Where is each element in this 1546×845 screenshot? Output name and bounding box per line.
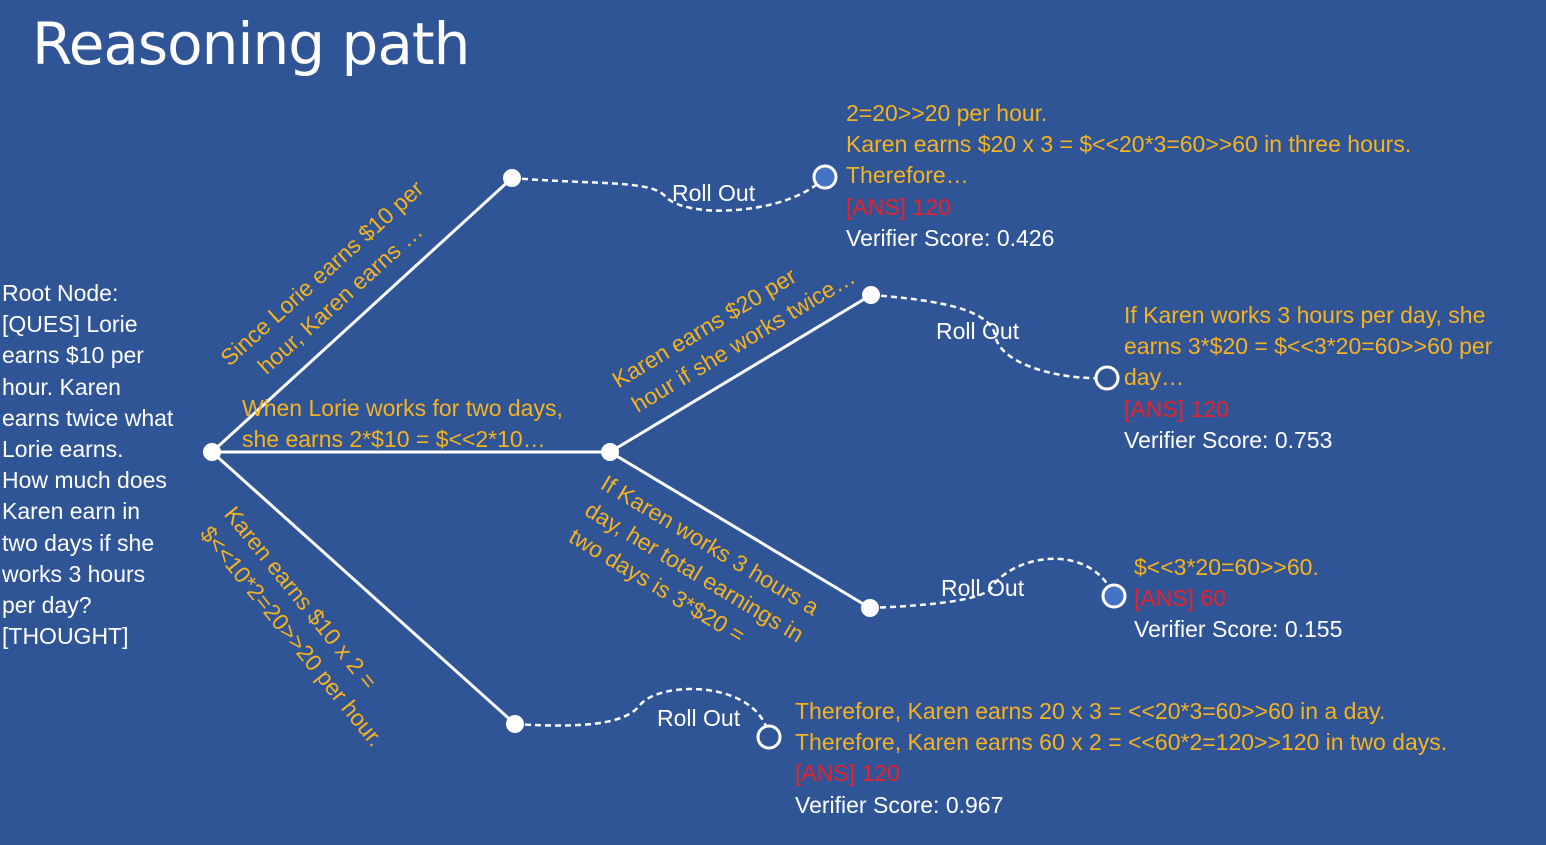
edge-label-middle: When Lorie works for two days, she earns… [242,395,563,452]
page-title: Reasoning path [32,10,470,78]
edge-middle-lower [609,450,871,610]
rollout-label-3: Roll Out [941,575,1025,601]
node-upper [503,169,521,187]
rollout-path-2 [870,293,1108,380]
result-line: Therefore, Karen earns 60 x 2 = <<60*2=1… [795,729,1448,756]
root-line: works 3 hours [2,560,146,587]
result-block-1: 2=20>>20 per hour. Karen earns $20 x 3 =… [846,98,1411,254]
answer-text: [ANS] 120 [846,193,951,220]
answer-text: [ANS] 60 [1134,585,1227,612]
node-middle-lower [861,599,879,617]
node-middle-upper [862,286,880,304]
rollout-path-3 [869,557,1116,610]
end-node-1 [812,164,838,190]
root-node [203,443,221,461]
root-line: two days if she [2,529,155,556]
result-line: day… [1124,364,1185,391]
node-lower [506,715,524,733]
answer-text: [ANS] 120 [1124,395,1229,422]
edge-root-lower [210,450,517,726]
root-line: Lorie earns. [2,436,124,463]
rollout-label-4: Roll Out [657,705,741,731]
edge-middle-upper [609,293,872,454]
root-line: How much does [2,467,167,494]
root-line: earns twice what [2,404,174,431]
answer-text: [ANS] 120 [795,760,900,787]
rollout-path-1 [511,176,826,212]
result-block-2: If Karen works 3 hours per day, she earn… [1124,300,1492,456]
result-block-3: $<<3*20=60>>60. [ANS] 60 Verifier Score:… [1134,552,1342,646]
verifier-score: Verifier Score: 0.426 [846,224,1055,251]
verifier-score: Verifier Score: 0.967 [795,791,1004,818]
root-line: Karen earn in [2,498,141,525]
verifier-score: Verifier Score: 0.753 [1124,426,1333,453]
root-line: hour. Karen [2,373,121,400]
result-line: 2=20>>20 per hour. [846,100,1048,126]
result-line: $<<3*20=60>>60. [1134,554,1319,580]
end-node-3 [1101,583,1127,609]
result-line: earns 3*$20 = $<<3*20=60>>60 per [1124,333,1493,360]
end-node-4 [756,724,782,750]
root-line: per day? [2,592,92,619]
root-line: earns $10 per [2,342,144,369]
node-middle [601,443,619,461]
rollout-label-1: Roll Out [672,180,756,206]
result-line: Therefore, Karen earns 20 x 3 = <<20*3=6… [795,698,1386,724]
verifier-score: Verifier Score: 0.155 [1134,616,1343,643]
root-line: [QUES] Lorie [2,311,138,338]
result-line: Karen earns $20 x 3 = $<<20*3=60>>60 in … [846,131,1412,158]
end-node-2 [1094,365,1120,391]
result-line: Therefore… [846,162,969,189]
rollout-path-4 [514,687,771,738]
rollout-label-2: Roll Out [936,318,1020,344]
root-node-text: Root Node: [QUES] Lorie earns $10 per ho… [2,278,202,652]
root-line: Root Node: [2,280,119,306]
result-block-4: Therefore, Karen earns 20 x 3 = <<20*3=6… [795,696,1447,821]
root-line: [THOUGHT] [2,623,129,650]
edge-root-upper [210,176,514,454]
result-line: If Karen works 3 hours per day, she [1124,302,1486,328]
